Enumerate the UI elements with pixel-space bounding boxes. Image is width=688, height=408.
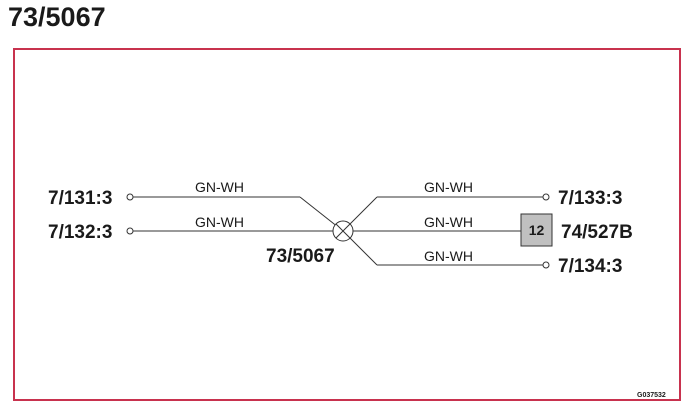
diagram-frame <box>13 48 681 401</box>
drawing-code: G037532 <box>637 392 666 399</box>
splice-label: 73/5067 <box>266 246 335 267</box>
terminal-7-133-3 <box>542 193 550 201</box>
connector-label-7-133-3: 7/133:3 <box>558 188 622 209</box>
terminal-7-131-3 <box>126 193 134 201</box>
connector-label-7-134-3: 7/134:3 <box>558 256 622 277</box>
wire-color-left-bottom: GN-WH <box>195 214 244 230</box>
wire-color-right-bottom: GN-WH <box>424 248 473 264</box>
terminal-7-132-3 <box>126 227 134 235</box>
wire-color-right-middle: GN-WH <box>424 214 473 230</box>
wire-left-top: 7/131:3 GN-WH <box>48 179 344 232</box>
terminal-7-134-3 <box>542 261 550 269</box>
wire-color-right-top: GN-WH <box>424 179 473 195</box>
wire-left-bottom: 7/132:3 GN-WH <box>48 214 333 243</box>
pin-number: 12 <box>529 222 545 238</box>
connector-label-7-132-3: 7/132:3 <box>48 222 112 243</box>
connector-label-7-131-3: 7/131:3 <box>48 188 112 209</box>
wire-color-left-top: GN-WH <box>195 179 244 195</box>
page-title: 73/5067 <box>8 2 106 32</box>
connector-label-74-527b: 74/527B <box>561 222 633 243</box>
wire-right-bottom: 7/134:3 GN-WH <box>342 230 622 277</box>
wire-right-middle: 12 74/527B GN-WH <box>353 213 633 247</box>
splice-icon <box>332 220 354 242</box>
pin-box <box>520 213 553 247</box>
